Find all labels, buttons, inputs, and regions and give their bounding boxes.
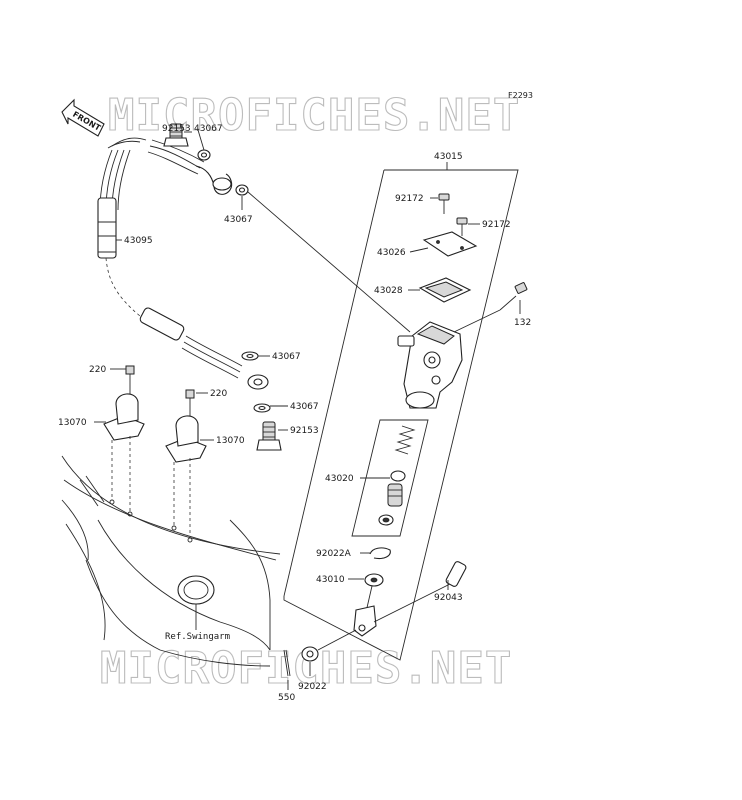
label-92153-top: 92153 xyxy=(162,124,191,134)
brake-hose-lower xyxy=(139,307,269,390)
parts-kit-box xyxy=(351,419,429,537)
diaphragm xyxy=(418,277,472,303)
label-220-a: 220 xyxy=(89,365,106,375)
label-43020: 43020 xyxy=(325,474,354,484)
circlip-92022A xyxy=(369,547,391,560)
reservoir-cap xyxy=(422,231,478,257)
screw-92172-a xyxy=(438,193,450,214)
label-43067-c: 43067 xyxy=(272,352,301,362)
label-43015: 43015 xyxy=(434,152,463,162)
banjo-bolt-top xyxy=(163,123,189,147)
label-43026: 43026 xyxy=(377,248,406,258)
label-43095: 43095 xyxy=(124,236,153,246)
brake-hose-top xyxy=(147,139,233,195)
reservoir-hose xyxy=(97,137,147,317)
ref-swingarm-label: Ref.Swingarm xyxy=(165,632,230,642)
label-43067-a: 43067 xyxy=(194,124,223,134)
label-92172-b: 92172 xyxy=(482,220,511,230)
label-92022: 92022 xyxy=(298,682,327,692)
label-550: 550 xyxy=(278,693,295,703)
label-43010: 43010 xyxy=(316,575,345,585)
label-220-b: 220 xyxy=(210,389,227,399)
bolt-132 xyxy=(499,282,528,311)
piston-cups xyxy=(378,470,406,526)
label-92043: 92043 xyxy=(434,593,463,603)
label-43028: 43028 xyxy=(374,286,403,296)
bracket-13070-b xyxy=(165,389,207,543)
label-92172-a: 92172 xyxy=(395,194,424,204)
pin-92043 xyxy=(373,561,467,623)
label-13070-b: 13070 xyxy=(216,436,245,446)
label-92153-b: 92153 xyxy=(290,426,319,436)
master-cylinder-body xyxy=(397,321,463,409)
swingarm-outline xyxy=(61,455,281,667)
front-arrow-icon: FRONT xyxy=(61,98,105,137)
label-132: 132 xyxy=(514,318,531,328)
label-13070-a: 13070 xyxy=(58,418,87,428)
assembly-outline xyxy=(283,169,519,661)
label-43067-b: 43067 xyxy=(224,215,253,225)
label-92022A: 92022A xyxy=(316,549,352,559)
screw-92172-b xyxy=(456,217,468,236)
cotter-pin-550 xyxy=(283,649,291,677)
diagram-code: F2293 xyxy=(508,91,533,100)
spring xyxy=(394,425,416,455)
bracket-13070-a xyxy=(103,365,145,517)
banjo-bolt-lower xyxy=(256,421,282,451)
label-43067-d: 43067 xyxy=(290,402,319,412)
push-rod xyxy=(353,573,384,637)
